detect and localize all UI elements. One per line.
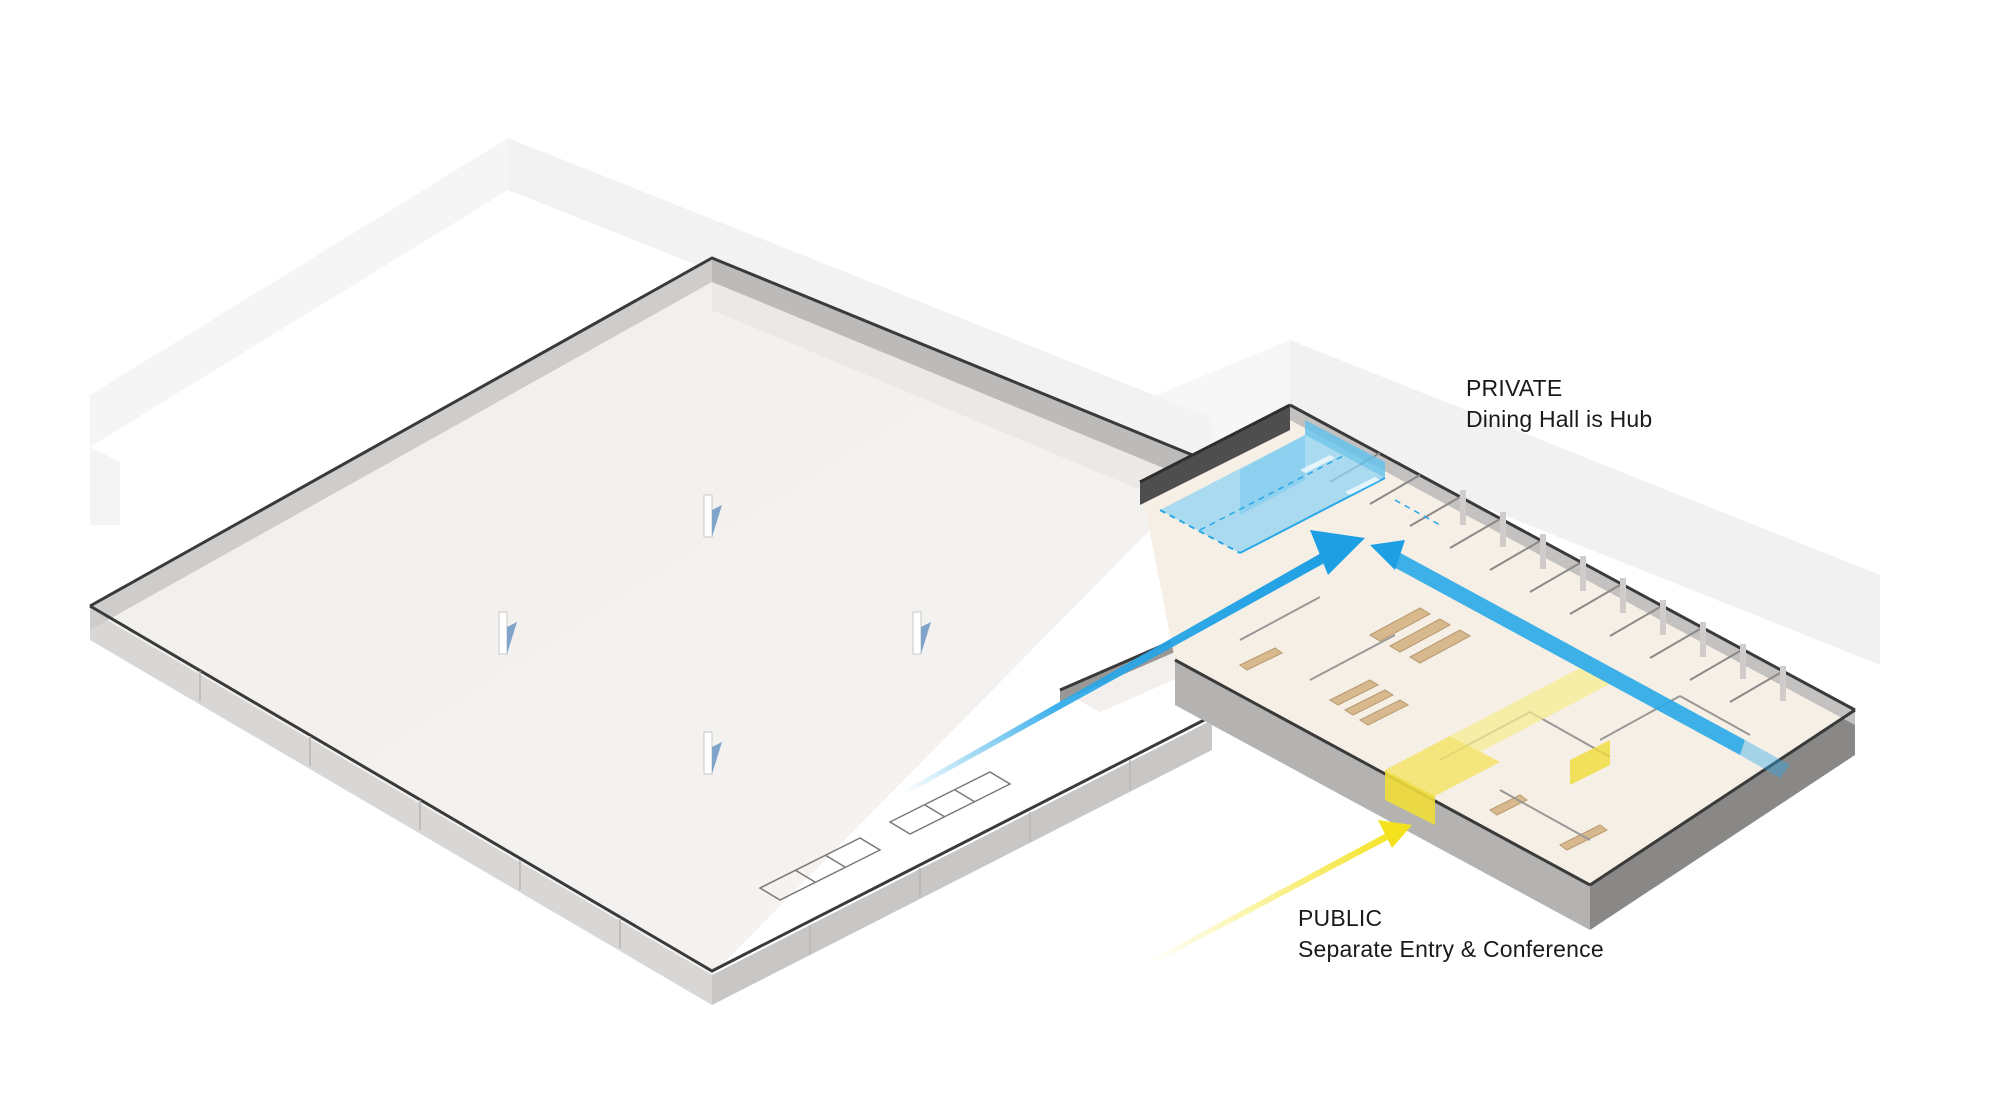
bedroom-walls bbox=[1460, 490, 1786, 701]
private-label: PRIVATE Dining Hall is Hub bbox=[1466, 373, 1652, 435]
private-circulation-arrows bbox=[905, 530, 1790, 795]
residential-wing bbox=[1139, 403, 1856, 930]
private-label-subtitle: Dining Hall is Hub bbox=[1466, 406, 1653, 432]
public-label-title: PUBLIC bbox=[1298, 905, 1383, 931]
dining-tables bbox=[1239, 607, 1608, 851]
columns bbox=[498, 494, 931, 775]
public-label: PUBLIC Separate Entry & Conference bbox=[1298, 903, 1604, 965]
public-label-subtitle: Separate Entry & Conference bbox=[1298, 936, 1604, 962]
public-zone bbox=[1385, 668, 1610, 825]
private-label-title: PRIVATE bbox=[1466, 375, 1563, 401]
public-circulation-arrow bbox=[1150, 820, 1412, 964]
bedroom-partitions bbox=[1329, 452, 1781, 703]
context-ghost-large bbox=[90, 138, 1212, 525]
large-hall bbox=[89, 256, 1213, 1005]
private-zone bbox=[1159, 420, 1441, 554]
small-rooms bbox=[758, 771, 1012, 901]
